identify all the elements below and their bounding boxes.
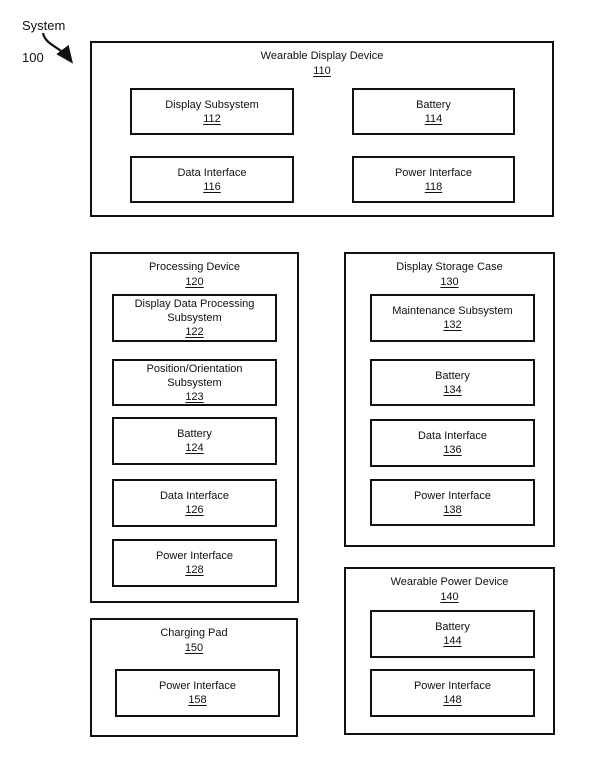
- box-data-interface-116: Data Interface 116: [130, 156, 294, 203]
- wearable-display-device-title: Wearable Display Device 110: [92, 49, 552, 79]
- box-battery-124: Battery 124: [112, 417, 277, 465]
- block-label: Power Interface: [158, 680, 237, 692]
- block-label: Display Data Processing: [134, 298, 255, 310]
- box-power-interface-148: Power Interface 148: [370, 669, 535, 717]
- block-ref-number: 148: [443, 694, 462, 706]
- block-ref-number: 158: [188, 694, 207, 706]
- box-power-interface-128: Power Interface 128: [112, 539, 277, 587]
- container-label: Display Storage Case: [396, 261, 503, 273]
- block-label: Data Interface: [177, 166, 247, 179]
- container-label: Charging Pad: [160, 627, 228, 639]
- box-display-data-processing-subsystem: Display Data Processing Subsystem 122: [112, 294, 277, 342]
- block-ref-number: 128: [185, 564, 204, 576]
- box-display-subsystem: Display Subsystem 112: [130, 88, 294, 135]
- box-battery-114: Battery 114: [352, 88, 515, 135]
- box-position-orientation-subsystem: Position/Orientation Subsystem 123: [112, 359, 277, 406]
- block-ref-number: 118: [424, 180, 443, 193]
- container-ref-number: 130: [440, 276, 459, 288]
- box-charging-pad: Charging Pad 150 Power Interface 158: [90, 618, 298, 737]
- box-processing-device: Processing Device 120 Display Data Proce…: [90, 252, 299, 603]
- block-label-line2: Subsystem: [167, 376, 222, 389]
- container-label: Processing Device: [148, 261, 241, 273]
- processing-device-title: Processing Device 120: [92, 260, 297, 290]
- block-label: Maintenance Subsystem: [392, 305, 513, 317]
- container-label: Wearable Display Device: [260, 50, 384, 62]
- charging-pad-title: Charging Pad 150: [92, 626, 296, 656]
- block-label: Battery: [416, 98, 451, 111]
- box-power-interface-158: Power Interface 158: [115, 669, 280, 717]
- block-label: Position/Orientation: [146, 362, 243, 375]
- block-ref-number: 122: [185, 326, 204, 338]
- block-label: Data Interface: [159, 490, 230, 502]
- block-ref-number: 144: [443, 635, 462, 647]
- system-reference-label: System 100: [22, 2, 65, 82]
- block-ref-number: 138: [443, 503, 462, 516]
- block-ref-number: 123: [185, 390, 204, 403]
- block-ref-number: 116: [203, 180, 221, 193]
- box-power-interface-138: Power Interface 138: [370, 479, 535, 526]
- block-label: Power Interface: [413, 680, 492, 692]
- box-power-interface-118: Power Interface 118: [352, 156, 515, 203]
- box-battery-144: Battery 144: [370, 610, 535, 658]
- lead-line-arrow-icon: [41, 32, 73, 64]
- block-ref-number: 132: [443, 319, 462, 331]
- system-label-ref: 100: [22, 50, 44, 65]
- box-data-interface-126: Data Interface 126: [112, 479, 277, 527]
- block-label: Power Interface: [413, 489, 492, 502]
- block-label: Battery: [435, 369, 470, 382]
- box-display-storage-case: Display Storage Case 130 Maintenance Sub…: [344, 252, 555, 547]
- container-ref-number: 150: [184, 642, 204, 654]
- block-label: Data Interface: [417, 430, 488, 442]
- container-label: Wearable Power Device: [390, 576, 509, 588]
- block-label: Display Subsystem: [165, 98, 259, 111]
- box-wearable-power-device: Wearable Power Device 140 Battery 144 Po…: [344, 567, 555, 735]
- box-maintenance-subsystem: Maintenance Subsystem 132: [370, 294, 535, 342]
- container-ref-number: 110: [313, 65, 331, 77]
- box-wearable-display-device: Wearable Display Device 110 Display Subs…: [90, 41, 554, 217]
- block-ref-number: 112: [203, 112, 221, 125]
- system-label-name: System: [22, 18, 66, 33]
- box-battery-134: Battery 134: [370, 359, 535, 406]
- block-label: Power Interface: [155, 550, 234, 562]
- block-ref-number: 136: [443, 444, 462, 456]
- wearable-power-device-title: Wearable Power Device 140: [346, 575, 553, 605]
- block-ref-number: 114: [424, 112, 443, 125]
- block-label: Battery: [177, 428, 212, 440]
- block-ref-number: 124: [185, 442, 204, 454]
- container-ref-number: 120: [185, 276, 204, 288]
- box-data-interface-136: Data Interface 136: [370, 419, 535, 467]
- block-label: Battery: [435, 621, 470, 633]
- block-ref-number: 126: [185, 504, 204, 516]
- display-storage-case-title: Display Storage Case 130: [346, 260, 553, 290]
- container-ref-number: 140: [440, 591, 459, 603]
- block-label: Power Interface: [394, 166, 473, 179]
- block-label-line2: Subsystem: [167, 312, 222, 324]
- block-ref-number: 134: [443, 383, 462, 396]
